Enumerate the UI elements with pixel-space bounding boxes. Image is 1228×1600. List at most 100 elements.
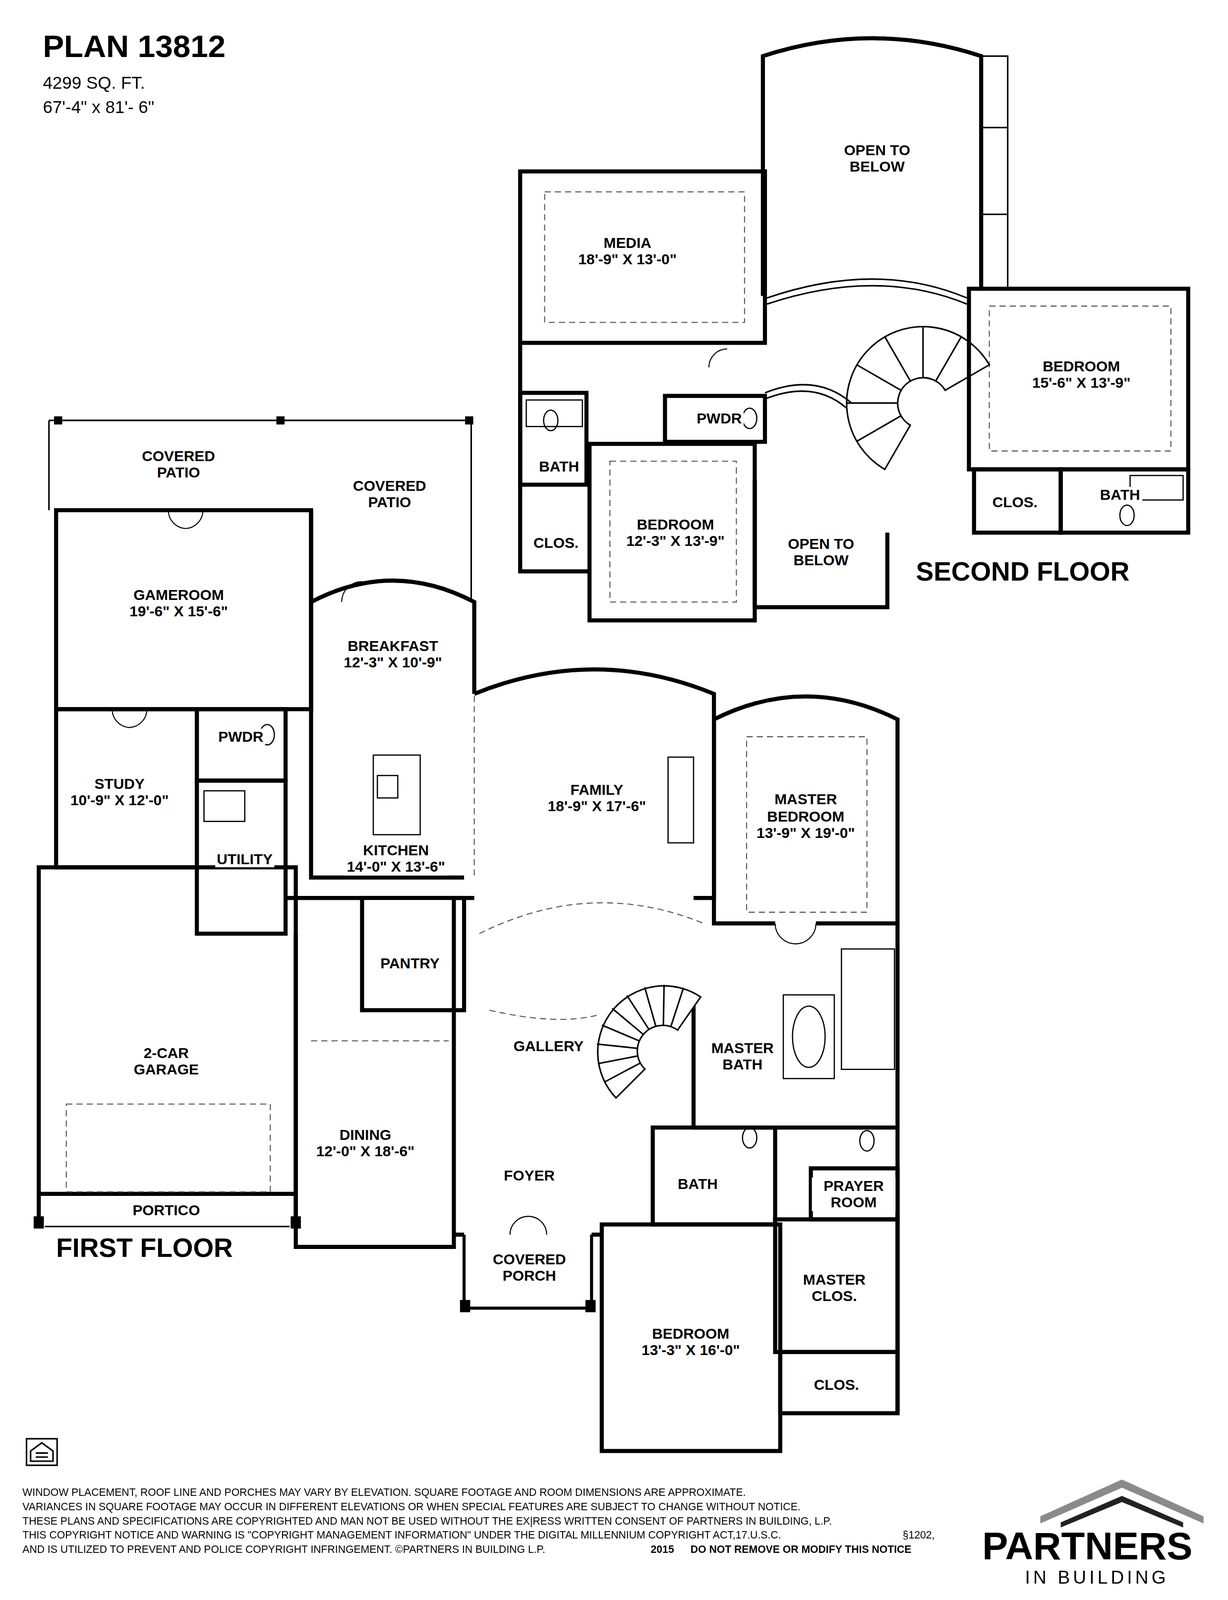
ceiling-line — [66, 1104, 271, 1192]
door-swing — [510, 1216, 547, 1235]
room-label: CLOS. — [812, 1375, 862, 1393]
portico-line — [45, 1225, 291, 1228]
wall — [310, 510, 714, 898]
logo-roof — [1040, 1479, 1204, 1528]
fixture — [377, 775, 398, 798]
room-label: COVERED PORCH — [478, 1250, 581, 1285]
room-name: PRAYER ROOM — [812, 1176, 896, 1212]
patio-post — [54, 416, 62, 425]
railing — [766, 285, 967, 304]
door-swing — [775, 923, 817, 944]
ceiling-line — [989, 305, 1171, 451]
room-dimensions: 12'-3" X 13'-9" — [624, 532, 727, 550]
fixture — [526, 400, 583, 427]
door-swing — [341, 581, 362, 602]
room-label: BREAKFAST12'-3" X 10'-9" — [341, 637, 445, 672]
footer-note: WINDOW PLACEMENT, ROOF LINE AND PORCHES … — [22, 1486, 746, 1499]
room-dimensions: 18'-9" X 17'-6" — [545, 798, 649, 816]
room-label: BEDROOM12'-3" X 13'-9" — [624, 515, 727, 550]
fixture — [543, 409, 559, 431]
railing — [764, 391, 847, 409]
room-name: OPEN TO BELOW — [784, 534, 858, 570]
wall — [453, 1232, 602, 1237]
room-dimensions: 10'-9" X 12'-0" — [68, 791, 172, 809]
room-name: MASTER BATH — [706, 1039, 779, 1074]
patio-post — [54, 416, 474, 425]
room-dimensions: 13'-3" X 16'-0" — [639, 1342, 743, 1359]
railing — [764, 279, 967, 409]
room-name: STUDY — [68, 774, 172, 792]
ceiling-line — [544, 191, 745, 323]
wall — [754, 479, 887, 607]
ceiling-line — [746, 736, 868, 913]
room-name: BREAKFAST — [341, 637, 445, 654]
fixture — [792, 1005, 826, 1067]
room-name: MEDIA — [576, 233, 679, 251]
room-name: MASTER BEDROOM — [749, 790, 862, 825]
fixture — [1119, 505, 1135, 526]
porch-post — [585, 1299, 596, 1313]
patio-post — [465, 416, 473, 425]
door-swing — [112, 708, 147, 728]
patio-post — [276, 416, 285, 425]
wall — [589, 443, 755, 621]
room-label: MASTER BEDROOM13'-9" X 19'-0" — [749, 790, 862, 842]
room-name: CLOS. — [990, 493, 1040, 511]
room-label: UTILITY — [214, 850, 275, 868]
room-name: COVERED PATIO — [132, 447, 225, 482]
porch-post — [290, 1216, 301, 1229]
fixture — [373, 755, 421, 835]
logo-subtitle: IN BUILDING — [1025, 1567, 1170, 1589]
wall — [775, 1219, 898, 1352]
stair — [846, 326, 962, 442]
wall — [196, 708, 286, 781]
room-label: PORTICO — [130, 1201, 202, 1219]
room-name: OPEN TO BELOW — [840, 141, 914, 176]
room-name: FAMILY — [545, 780, 649, 798]
fixture — [203, 790, 245, 822]
room-name: PANTRY — [378, 954, 442, 972]
wall — [520, 171, 765, 344]
room-dimensions: 12'-0" X 18'-6" — [314, 1142, 417, 1160]
room-label: PWDR — [694, 409, 744, 427]
door-swing — [168, 510, 203, 529]
room-label: BATH — [536, 457, 582, 475]
equal-housing-mark — [26, 1438, 58, 1466]
room-label: BEDROOM15'-6" X 13'-9" — [1030, 357, 1133, 392]
room-name: GALLERY — [511, 1037, 586, 1054]
room-label: 2-CAR GARAGE — [120, 1044, 213, 1079]
room-name: MASTER CLOS. — [792, 1270, 877, 1305]
footer-note: AND IS UTILIZED TO PREVENT AND POLICE CO… — [22, 1543, 546, 1556]
window-strip — [981, 56, 1008, 289]
room-name: PORTICO — [130, 1201, 202, 1219]
room-label: FAMILY18'-9" X 17'-6" — [545, 780, 649, 816]
room-name: CLOS. — [812, 1375, 862, 1393]
logo-roof — [1060, 1495, 1184, 1528]
ceiling-line — [479, 902, 704, 934]
room-name: COVERED PORCH — [478, 1250, 581, 1285]
room-label: PWDR — [216, 727, 266, 745]
fixture — [668, 757, 694, 843]
room-dimensions: 18'-9" X 13'-0" — [576, 251, 679, 269]
room-name: CLOS. — [531, 533, 581, 551]
wall — [780, 1351, 898, 1413]
wall — [520, 38, 1189, 621]
equal-housing-mark — [30, 1442, 54, 1462]
wall — [664, 396, 765, 443]
wall — [56, 510, 311, 709]
room-dimensions: 13'-9" X 19'-0" — [749, 824, 862, 842]
wall — [974, 469, 1061, 533]
wall — [1060, 469, 1189, 533]
room-name: PWDR — [694, 409, 744, 427]
logo-name: PARTNERS — [982, 1524, 1193, 1570]
wall — [811, 1168, 898, 1220]
room-name: BEDROOM — [639, 1324, 743, 1342]
fixture — [203, 400, 1183, 1152]
fixture — [859, 1130, 875, 1151]
window-strip — [981, 56, 1008, 289]
room-label: MASTER CLOS. — [792, 1270, 877, 1305]
room-dimensions: 19'-6" X 15'-6" — [127, 603, 231, 621]
fixture — [783, 994, 835, 1079]
room-label: KITCHEN14'-0" X 13'-6" — [344, 841, 448, 876]
